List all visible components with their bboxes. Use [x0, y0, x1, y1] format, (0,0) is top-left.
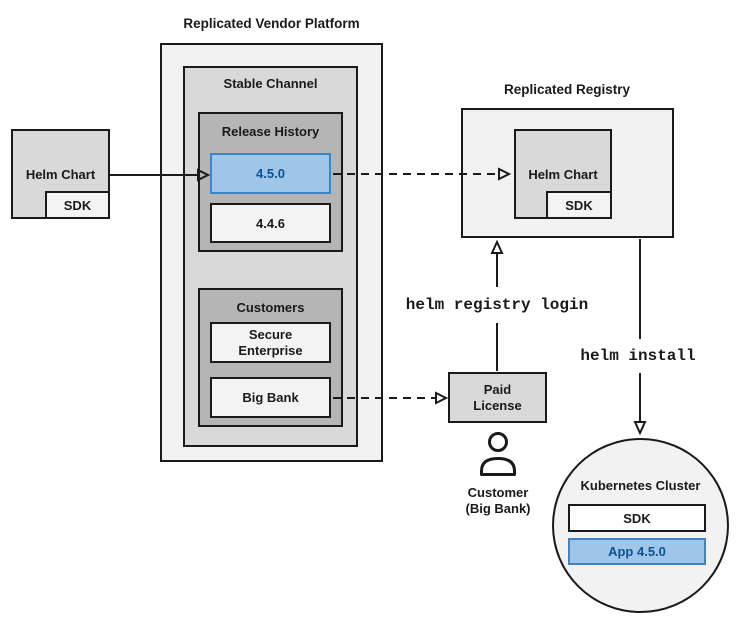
customer-big-bank: Big Bank [210, 377, 331, 418]
customer-person-icon [480, 432, 516, 476]
release-version-4-4-6: 4.4.6 [210, 203, 331, 243]
customer-caption: Customer (Big Bank) [443, 485, 553, 517]
command-registry-login: helm registry login [405, 296, 589, 314]
cluster-sdk-box: SDK [568, 504, 706, 532]
source-helm-chart-label: Helm Chart [25, 167, 96, 182]
arrow-registry-to-cluster-head [633, 421, 647, 436]
registry-sdk-label: SDK [565, 197, 593, 213]
source-sdk-label: SDK [63, 197, 92, 213]
cluster-app-box: App 4.5.0 [568, 538, 706, 565]
cluster-sdk-label: SDK [623, 510, 651, 526]
customers-title: Customers [236, 300, 305, 315]
platform-title: Replicated Vendor Platform [183, 16, 360, 31]
stable-channel-title: Stable Channel [223, 76, 318, 91]
arrow-license-to-registry-head [490, 239, 504, 254]
paid-license-label: Paid License [473, 381, 522, 413]
customer-big-bank-label: Big Bank [242, 390, 299, 405]
paid-license-box: Paid License [448, 372, 547, 423]
arrow-bigbank-to-license-head [435, 391, 449, 405]
kubernetes-cluster-title: Kubernetes Cluster [580, 478, 701, 493]
release-version-4-5-0: 4.5.0 [210, 153, 331, 194]
command-helm-install: helm install [580, 347, 696, 365]
customer-company: (Big Bank) [465, 501, 531, 516]
registry-sdk-box: SDK [546, 191, 612, 219]
registry-title: Replicated Registry [503, 82, 631, 97]
cluster-app-label: App 4.5.0 [608, 544, 666, 559]
customer-name: Customer [467, 485, 529, 500]
source-sdk-box: SDK [45, 191, 110, 219]
release-version-4-5-0-label: 4.5.0 [256, 166, 285, 181]
customer-secure-enterprise-label: Secure Enterprise [238, 326, 303, 358]
release-history-title: Release History [221, 124, 320, 139]
registry-helm-chart-label: Helm Chart [528, 167, 598, 182]
release-version-4-4-6-label: 4.4.6 [256, 215, 285, 231]
customer-secure-enterprise: Secure Enterprise [210, 322, 331, 363]
